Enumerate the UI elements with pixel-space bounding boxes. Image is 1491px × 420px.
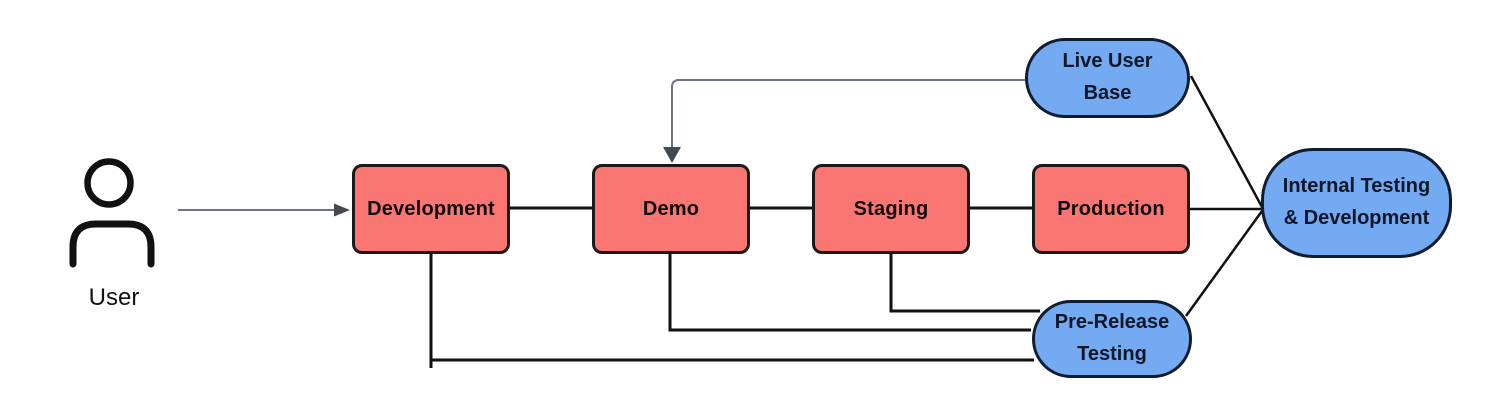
user-icon	[69, 158, 155, 268]
edge-live-user-base-internal	[1189, 75, 1264, 208]
node-live-user-base-line1: Live User	[1062, 50, 1153, 73]
stage-development[interactable]: Development	[352, 164, 510, 254]
stage-staging-label: Staging	[853, 197, 929, 220]
user-actor: User	[68, 152, 160, 312]
node-live-user-base-line2: Base	[1083, 82, 1132, 104]
edge-pre-release-internal	[1184, 210, 1264, 317]
node-internal-testing-development[interactable]: Internal Testing & Development	[1261, 148, 1452, 258]
node-pre-release-line2: Testing	[1077, 343, 1147, 365]
node-internal-testing-line1: Internal Testing	[1282, 175, 1431, 198]
node-internal-testing-line2: & Development	[1283, 207, 1430, 229]
node-pre-release-testing[interactable]: Pre-Release Testing	[1032, 300, 1192, 378]
stage-development-label: Development	[367, 197, 495, 220]
arrowhead-development	[334, 203, 350, 217]
edge-staging-pre-release	[889, 253, 1040, 313]
user-label: User	[88, 284, 140, 311]
stage-production-label: Production	[1057, 197, 1165, 220]
arrowhead-demo	[663, 147, 681, 163]
stage-demo[interactable]: Demo	[592, 164, 750, 254]
edge-live-user-base-demo	[671, 79, 1025, 149]
stage-production[interactable]: Production	[1032, 164, 1190, 254]
node-live-user-base[interactable]: Live User Base	[1025, 38, 1190, 118]
edge-demo-pre-release	[668, 253, 1031, 332]
stage-staging[interactable]: Staging	[812, 164, 970, 254]
stage-demo-label: Demo	[642, 197, 700, 220]
node-pre-release-line1: Pre-Release	[1054, 311, 1170, 334]
